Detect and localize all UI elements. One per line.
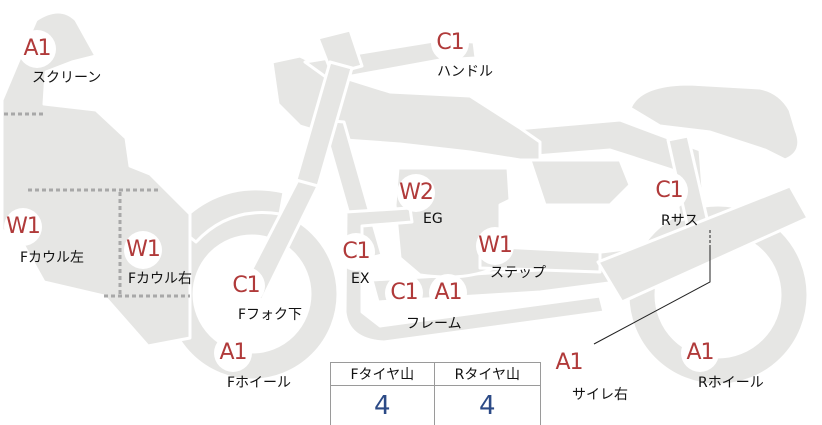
ex-label: EX: [351, 271, 370, 287]
tire-table-header-row: Fタイヤ山 Rタイヤ山: [330, 362, 542, 386]
r-sus-grade-badge: C1: [650, 172, 688, 210]
silencer-right-grade-badge: A1: [550, 344, 588, 382]
rear-tire-value: 4: [433, 385, 542, 425]
handle-grade-badge: C1: [431, 24, 469, 62]
silencer-right-label: サイレ右: [572, 387, 628, 403]
handle-label: ハンドル: [437, 64, 493, 80]
f-wheel-label: Fホイール: [227, 375, 292, 391]
tire-tread-table: Fタイヤ山 Rタイヤ山 4 4: [330, 362, 542, 425]
step-label: ステップ: [490, 265, 546, 281]
fork-upper-shape: [294, 60, 354, 188]
eg-label: EG: [423, 211, 443, 227]
f-cowl-right-grade-badge: W1: [124, 231, 162, 269]
r-sus-label: Rサス: [661, 213, 699, 229]
frame-label: フレーム: [406, 316, 462, 332]
f-cowl-left-label: Fカウル左: [20, 250, 85, 266]
front-tire-header: Fタイヤ山: [330, 362, 435, 386]
frame-grade-badge-2: A1: [429, 274, 467, 312]
front-fender-shape: [174, 187, 286, 244]
f-fork-lower-grade-badge: C1: [227, 267, 265, 305]
r-wheel-grade-badge: A1: [681, 334, 719, 372]
r-wheel-label: Rホイール: [698, 375, 764, 391]
f-fork-lower-label: Fフォク下: [238, 307, 303, 323]
tire-table-value-row: 4 4: [330, 385, 542, 425]
silencer-shape: [596, 184, 810, 304]
rear-frame-shape: [503, 118, 707, 222]
step-grade-badge: W1: [476, 227, 514, 265]
side-cover-shape: [528, 158, 632, 207]
frame-grade-badge: C1: [385, 274, 423, 312]
eg-grade-badge: W2: [397, 174, 435, 212]
silencer-leader-line: [593, 245, 711, 345]
front-tire-value: 4: [330, 385, 435, 425]
f-cowl-right-label: Fカウル右: [128, 271, 193, 287]
f-cowl-left-grade-badge: W1: [4, 208, 42, 246]
screen-label: スクリーン: [32, 70, 102, 86]
screen-grade-badge: A1: [18, 30, 56, 68]
rear-tire-header: Rタイヤ山: [433, 362, 542, 386]
ex-grade-badge: C1: [337, 233, 375, 271]
f-wheel-grade-badge: A1: [214, 334, 252, 372]
seat-shape: [628, 82, 801, 162]
